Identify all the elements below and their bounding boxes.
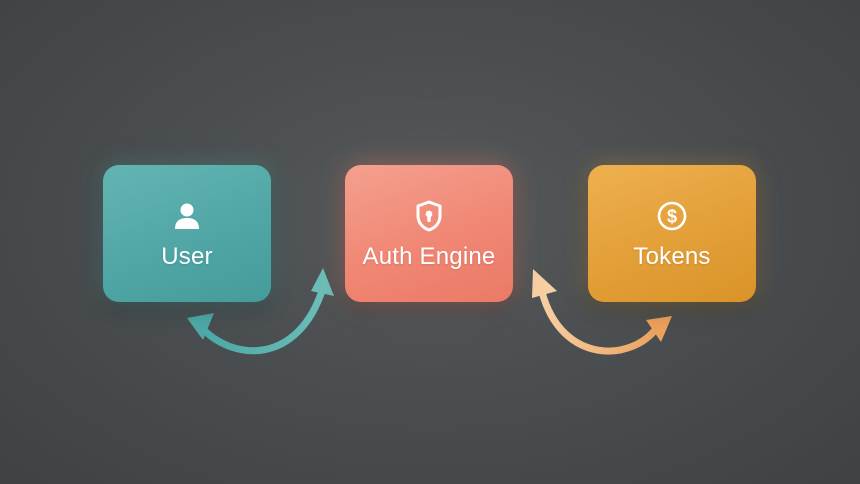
user-icon (170, 199, 204, 233)
node-auth-engine[interactable]: Auth Engine (345, 165, 513, 302)
node-user[interactable]: User (103, 165, 271, 302)
node-tokens[interactable]: $ Tokens (588, 165, 756, 302)
dollar-coin-icon: $ (655, 199, 689, 233)
arrowhead-tokens (646, 316, 672, 342)
svg-text:$: $ (667, 206, 677, 226)
lock-shield-icon (412, 199, 446, 233)
node-user-label: User (161, 242, 213, 270)
arrowhead-user (187, 313, 214, 340)
arrowhead-auth-left (311, 268, 334, 296)
node-tokens-label: Tokens (633, 242, 711, 270)
arrowhead-auth-right (532, 269, 557, 298)
node-auth-engine-label: Auth Engine (362, 242, 496, 270)
